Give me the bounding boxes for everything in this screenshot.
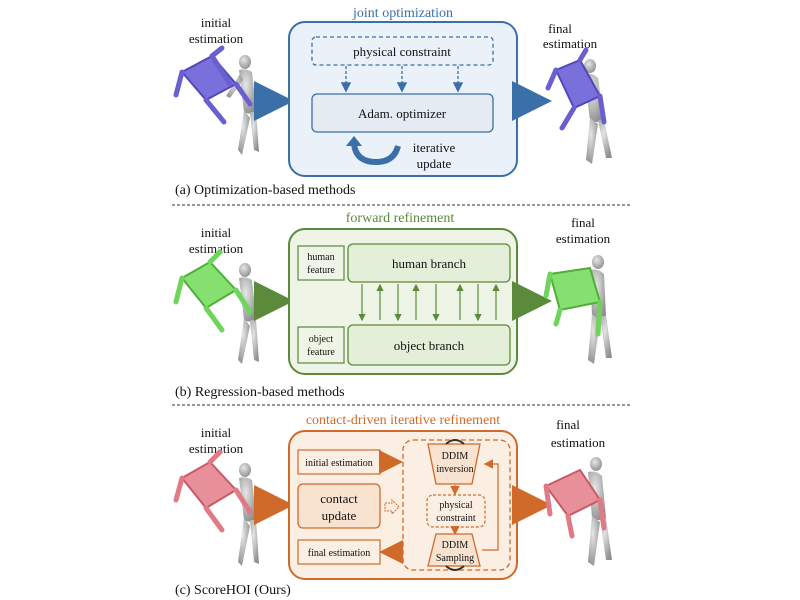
physical-constraint-label: physical constraint bbox=[353, 44, 451, 59]
panel-b-title: forward refinement bbox=[346, 211, 455, 226]
panel-b-initial-label-line1: initial bbox=[201, 225, 232, 240]
human-figure-icon bbox=[226, 55, 259, 155]
iterative-update-icon bbox=[346, 136, 401, 166]
human-feature-label-line1: human bbox=[307, 252, 334, 263]
loop-bottom-cap bbox=[445, 565, 465, 571]
object-feature-label-line2: feature bbox=[307, 347, 335, 358]
object-branch-label: object branch bbox=[394, 338, 465, 353]
human-branch-box bbox=[347, 243, 511, 283]
initial-estimation-box-label: initial estimation bbox=[305, 458, 373, 469]
iterative-update-label-line1: iterative bbox=[413, 140, 456, 155]
panel-c-physical-constraint-line1: physical bbox=[439, 500, 473, 511]
panel-c-physical-constraint-line2: constraint bbox=[436, 513, 476, 524]
panel-b: initial estimation forward refinement hu… bbox=[173, 211, 612, 400]
panel-a-initial-label-line1: initial bbox=[201, 15, 232, 30]
panel-a-title: joint optimization bbox=[352, 6, 453, 21]
human-feature-box bbox=[297, 245, 345, 281]
panel-a-final-label-line2: estimation bbox=[543, 36, 598, 51]
ddim-inversion-label-line1: DDIM bbox=[442, 451, 469, 462]
panel-a-initial-figure bbox=[173, 45, 259, 155]
ddim-sampling-label-line1: DDIM bbox=[442, 540, 469, 551]
panel-a-initial-label-line2: estimation bbox=[189, 31, 244, 46]
ddim-sampling-block bbox=[427, 533, 481, 567]
loop-back-arrow bbox=[482, 459, 499, 551]
panel-c-final-label-line1: final bbox=[556, 417, 580, 432]
panel-c-final-label-line2: estimation bbox=[551, 435, 606, 450]
chair-icon bbox=[543, 266, 603, 337]
panel-c: initial estimation contact-driven iterat… bbox=[173, 413, 612, 598]
physical-constraint-box bbox=[311, 36, 494, 66]
chair-icon bbox=[545, 47, 607, 131]
panel-a-caption: (a) Optimization-based methods bbox=[175, 183, 355, 198]
adam-optimizer-label: Adam. optimizer bbox=[358, 106, 447, 121]
contact-guidance-arrow bbox=[384, 498, 400, 516]
panel-c-initial-label-line2: estimation bbox=[189, 441, 244, 456]
panel-c-initial-figure bbox=[173, 449, 259, 566]
human-figure-icon bbox=[238, 463, 259, 566]
chair-icon bbox=[543, 468, 607, 539]
contact-update-label-line1: contact bbox=[320, 491, 358, 506]
loop-top-cap bbox=[445, 439, 465, 445]
contact-update-box bbox=[297, 483, 381, 529]
panel-b-initial-figure bbox=[173, 249, 259, 364]
contact-update-label-line2: update bbox=[322, 508, 357, 523]
final-estimation-box-label: final estimation bbox=[308, 548, 371, 559]
initial-estimation-box bbox=[297, 449, 381, 475]
panel-c-initial-label-line1: initial bbox=[201, 425, 232, 440]
ddim-sampling-label-line2: Sampling bbox=[436, 553, 474, 564]
human-branch-label: human branch bbox=[392, 256, 467, 271]
panel-c-title: contact-driven iterative refinement bbox=[306, 413, 500, 428]
panel-a-final-label-line1: final bbox=[548, 21, 572, 36]
panel-c-caption: (c) ScoreHOI (Ours) bbox=[175, 583, 291, 598]
chair-icon bbox=[173, 249, 253, 333]
iterative-update-label-line2: update bbox=[417, 156, 452, 171]
panel-b-final-label-line1: final bbox=[571, 215, 595, 230]
chair-icon bbox=[173, 45, 253, 125]
ddim-inversion-label-line2: inversion bbox=[436, 464, 473, 475]
panel-b-final-figure bbox=[543, 255, 612, 364]
final-estimation-box bbox=[297, 539, 381, 565]
chair-icon bbox=[173, 449, 253, 533]
human-feature-label-line2: feature bbox=[307, 265, 335, 276]
object-feature-label-line1: object bbox=[309, 334, 334, 345]
panel-b-caption: (b) Regression-based methods bbox=[175, 385, 345, 400]
constraint-arrows bbox=[340, 66, 464, 93]
adam-optimizer-box bbox=[311, 93, 494, 133]
panel-b-final-label-line2: estimation bbox=[556, 231, 611, 246]
object-feature-box bbox=[297, 326, 345, 364]
panel-a: initial estimation joint optimization bbox=[173, 6, 612, 198]
panel-a-final-figure bbox=[545, 47, 612, 164]
object-branch-box bbox=[347, 324, 511, 366]
panel-b-initial-label-line2: estimation bbox=[189, 241, 244, 256]
panel-c-final-figure bbox=[543, 457, 612, 566]
branch-exchange-arrows bbox=[358, 283, 500, 322]
